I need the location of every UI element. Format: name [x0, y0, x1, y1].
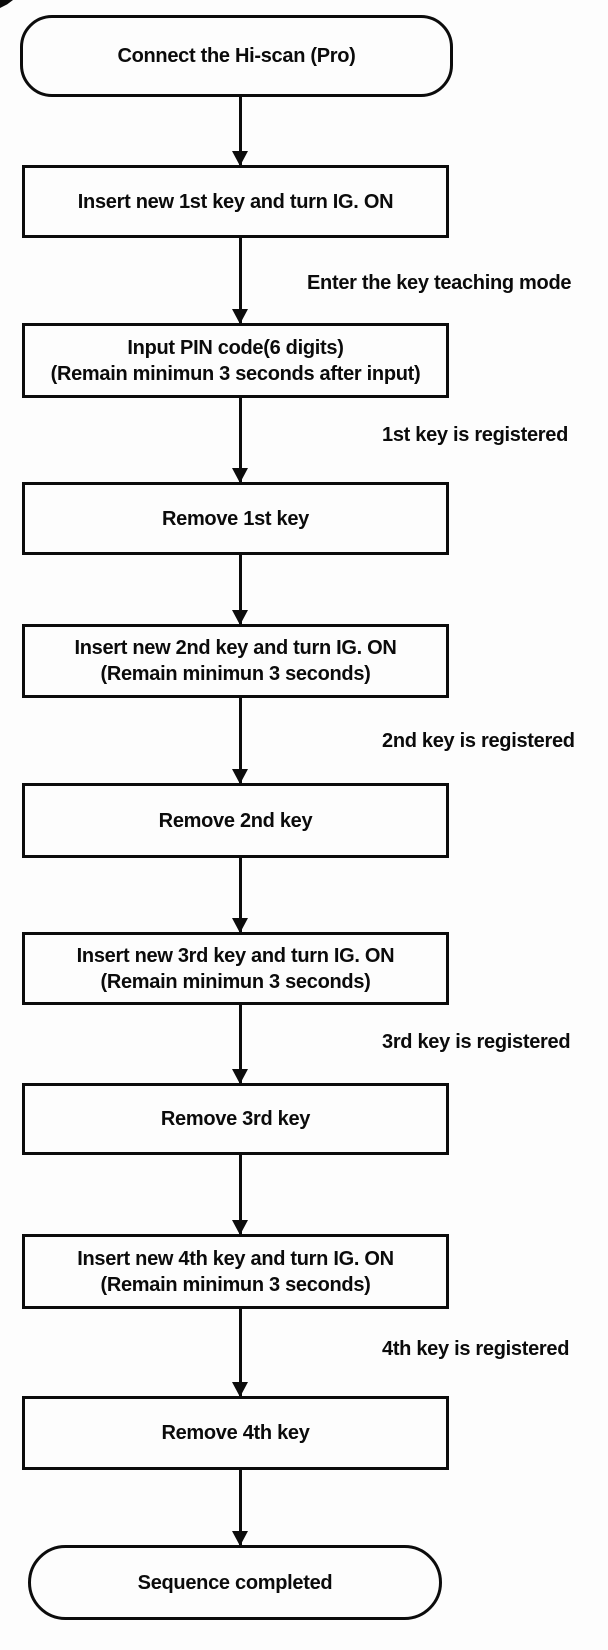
flow-arrow-7: [232, 1005, 248, 1084]
flow-arrow-4: [232, 555, 248, 625]
node-label-line2: (Remain minimun 3 seconds): [100, 1273, 371, 1296]
arrow-head-icon: [232, 468, 248, 483]
flow-node-insert-3rd-key: Insert new 3rd key and turn IG. ON (Rema…: [22, 932, 449, 1005]
arrow-head-icon: [232, 151, 248, 166]
arrow-head-icon: [232, 1069, 248, 1084]
flow-arrow-1: [232, 97, 248, 166]
edge-label-3rd-key-registered: 3rd key is registered: [382, 1031, 571, 1053]
flow-node-input-pin-code: Input PIN code(6 digits) (Remain minimun…: [22, 323, 449, 398]
edge-label-2nd-key-registered: 2nd key is registered: [382, 730, 575, 752]
flow-node-insert-4th-key: Insert new 4th key and turn IG. ON (Rema…: [22, 1234, 449, 1309]
edge-label-1st-key-registered: 1st key is registered: [382, 424, 569, 446]
flow-node-remove-2nd-key: Remove 2nd key: [22, 783, 449, 858]
node-label: Insert new 3rd key and turn IG. ON: [76, 944, 395, 967]
flow-arrow-10: [232, 1470, 248, 1546]
flow-node-start: Connect the Hi-scan (Pro): [20, 15, 453, 97]
node-label: Remove 1st key: [161, 507, 309, 530]
flow-arrow-6: [232, 858, 248, 933]
arrow-head-icon: [232, 1382, 248, 1397]
flow-arrow-2: [232, 238, 248, 324]
flow-arrow-9: [232, 1309, 248, 1397]
flow-node-remove-3rd-key: Remove 3rd key: [22, 1083, 449, 1155]
edge-label-4th-key-registered: 4th key is registered: [382, 1338, 570, 1360]
node-label-line2: (Remain minimun 3 seconds): [100, 663, 371, 685]
node-label-line2: (Remain minimun 3 seconds after input): [50, 362, 421, 385]
node-label: Insert new 1st key and turn IG. ON: [77, 190, 394, 213]
flow-arrow-3: [232, 398, 248, 483]
arrow-head-icon: [232, 1220, 248, 1235]
arrow-head-icon: [232, 769, 248, 784]
arrow-head-icon: [232, 610, 248, 625]
node-label-line2: (Remain minimun 3 seconds): [100, 970, 371, 993]
flow-arrow-5: [232, 698, 248, 784]
node-label: Input PIN code(6 digits): [127, 336, 344, 359]
node-label: Remove 4th key: [161, 1422, 310, 1444]
node-label: Connect the Hi-scan (Pro): [117, 45, 356, 67]
flow-node-insert-2nd-key: Insert new 2nd key and turn IG. ON (Rema…: [22, 624, 449, 698]
arrow-head-icon: [232, 918, 248, 933]
flow-node-remove-4th-key: Remove 4th key: [22, 1396, 449, 1470]
flow-arrow-8: [232, 1155, 248, 1235]
node-label: Insert new 4th key and turn IG. ON: [77, 1247, 394, 1270]
node-label: Sequence completed: [137, 1571, 333, 1594]
node-label: Remove 3rd key: [160, 1108, 311, 1130]
scan-artifact: [0, 0, 13, 8]
flow-node-remove-1st-key: Remove 1st key: [22, 482, 449, 555]
flow-node-end: Sequence completed: [28, 1545, 442, 1620]
node-label: Remove 2nd key: [158, 809, 313, 832]
flow-node-insert-1st-key: Insert new 1st key and turn IG. ON: [22, 165, 449, 238]
node-label: Insert new 2nd key and turn IG. ON: [74, 637, 397, 659]
edge-label-enter-teaching-mode: Enter the key teaching mode: [307, 272, 572, 294]
arrow-head-icon: [232, 309, 248, 324]
arrow-head-icon: [232, 1531, 248, 1546]
